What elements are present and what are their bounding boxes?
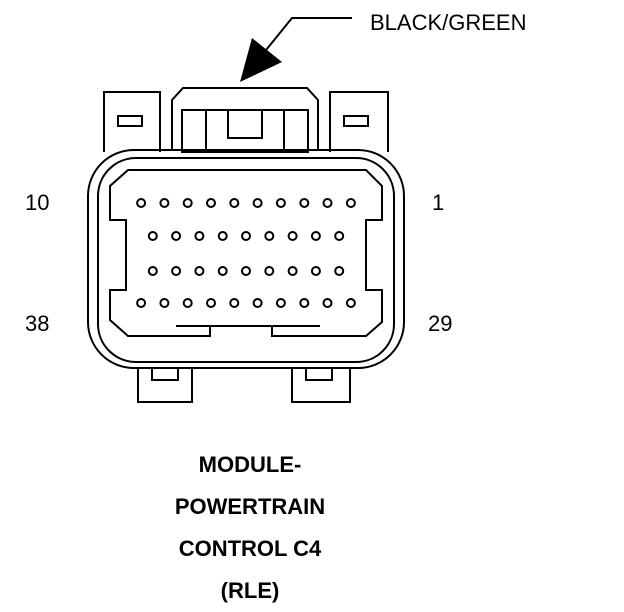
pin-hole [322,198,333,208]
pin-hole [136,298,147,308]
top-latch [171,87,319,150]
top-latch-slot [227,110,263,139]
pin-hole [241,266,251,276]
pin-hole [264,231,275,241]
pin-hole [310,231,321,241]
connector-housing-outer [87,149,405,369]
pin-hole [334,266,345,276]
callout-leader-line [261,17,352,56]
caption-line-4: (RLE) [220,578,280,603]
pin-hole [206,198,216,208]
caption-line-3: CONTROL C4 [178,536,322,561]
pin-hole [229,198,240,208]
pin-hole [241,231,251,241]
pin-hole [287,266,298,276]
pin-hole [171,231,182,241]
upper-right-ear [329,91,389,152]
callout-arrowhead [240,38,282,82]
pin-hole [310,266,321,276]
pin-hole [182,298,193,308]
connector-caption: MODULE- POWERTRAIN CONTROL C4 (RLE) [120,444,380,612]
pin-hole [136,198,147,208]
upper-left-ear-slot [117,115,143,127]
pin-hole [252,298,263,308]
pin-hole [217,231,228,241]
pin-hole [229,298,240,308]
pin-hole [182,198,193,208]
pin-hole [206,298,216,308]
pin-hole [159,198,170,208]
pin-hole [194,266,205,276]
pin-hole [275,298,286,308]
pin-hole [159,298,170,308]
pin-hole [275,198,286,208]
pin-hole [147,231,158,241]
pin-hole [299,298,310,308]
pin-hole [217,266,228,276]
pin-hole [287,231,298,241]
wire-color-callout: BLACK/GREEN [370,10,527,35]
pin-label-top-right: 1 [432,190,445,215]
pin-label-bottom-left: 38 [25,311,50,336]
pin-hole [171,266,182,276]
pin-label-bottom-right: 29 [428,311,453,336]
upper-left-ear [103,91,161,152]
pin-hole [147,266,158,276]
pin-cavity [109,169,383,337]
pin-label-top-left: 10 [25,190,50,215]
pin-hole [194,231,205,241]
pin-hole [322,298,333,308]
pin-hole [334,231,345,241]
pin-hole [252,198,263,208]
pin-array [136,198,356,308]
top-latch-window [181,109,309,153]
pin-hole [345,198,356,208]
lower-left-tab [137,368,193,403]
upper-right-ear-slot [343,115,369,127]
lower-right-tab [291,368,351,403]
pin-hole [264,266,275,276]
top-latch-inner [205,109,285,153]
caption-line-2: POWERTRAIN [174,494,326,519]
lower-left-tab-slot [151,367,179,381]
pin-hole [299,198,310,208]
pin-hole [345,298,356,308]
connector-housing-inner [97,157,395,363]
lower-right-tab-slot [305,367,333,381]
caption-line-1: MODULE- [198,452,302,477]
